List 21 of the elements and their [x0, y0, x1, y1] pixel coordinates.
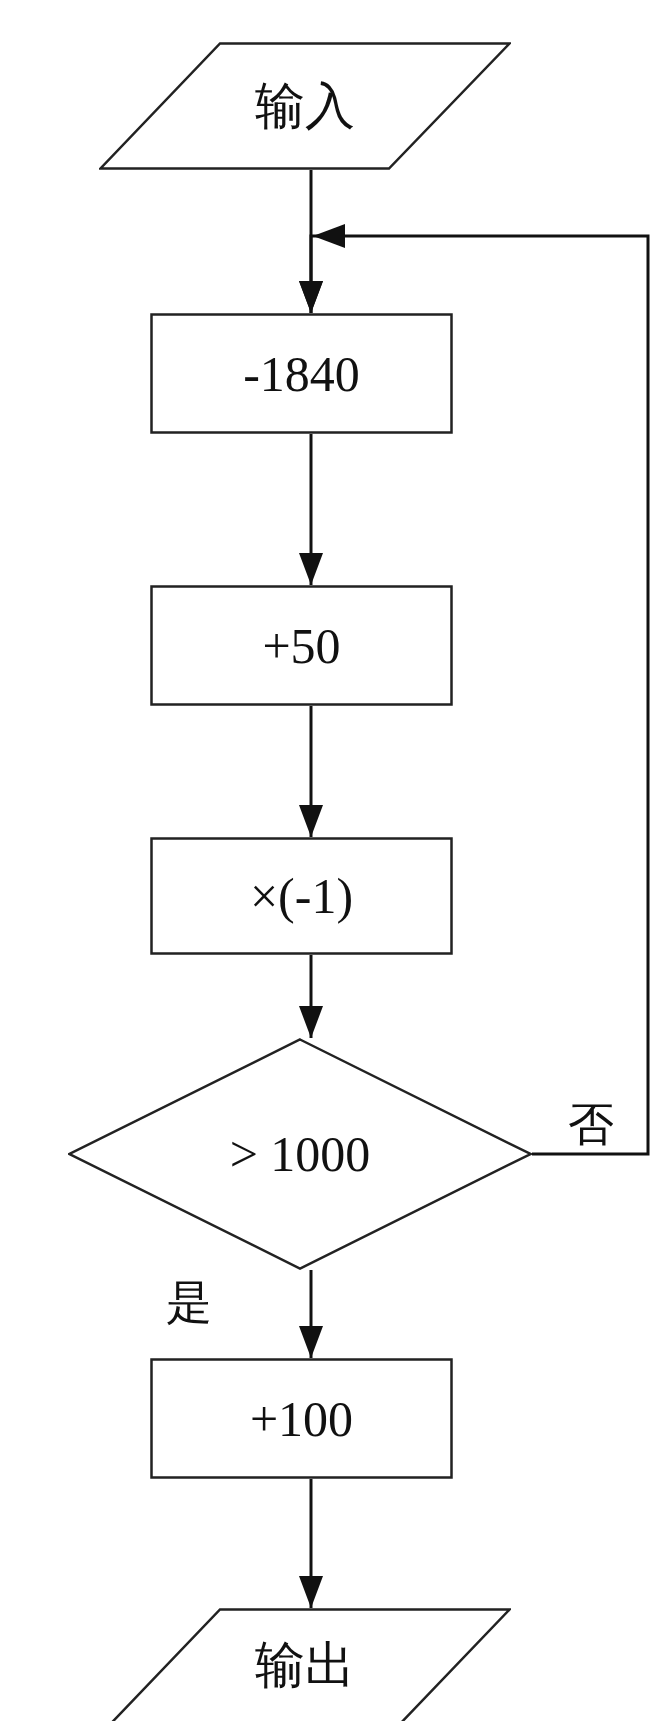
arrow [299, 224, 650, 1156]
process-box [150, 1358, 453, 1479]
edge-label: 否 [568, 1098, 614, 1152]
node-label: +100 [248, 1391, 355, 1446]
input-parallelogram [99, 42, 511, 170]
node-label: +50 [261, 618, 342, 673]
arrow [299, 1270, 323, 1358]
process-box [150, 585, 453, 706]
node-label: 输出 [254, 1637, 356, 1692]
decision-diamond [68, 1038, 532, 1270]
edge-label: 是 [166, 1276, 212, 1330]
arrow [299, 1479, 323, 1608]
node-label: 输入 [254, 78, 356, 134]
node-label: -1840 [242, 346, 361, 401]
arrow [299, 434, 323, 585]
node-label: ×(-1) [248, 868, 355, 924]
arrow [299, 706, 323, 837]
node-label: > 1000 [228, 1126, 372, 1182]
process-box [150, 837, 453, 955]
arrow [299, 955, 323, 1038]
process-box [150, 313, 453, 434]
